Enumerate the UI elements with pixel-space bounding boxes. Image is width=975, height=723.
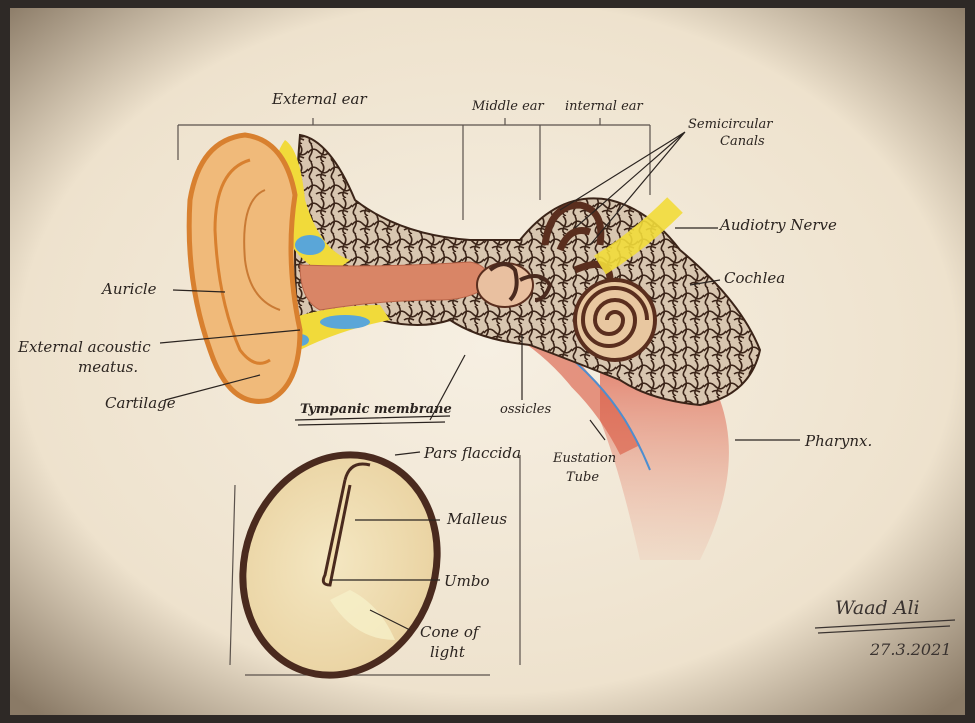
signature-date: 27.3.2021: [870, 640, 951, 659]
signature-name: Waad Ali: [835, 597, 920, 619]
label-semicircular-2: Canals: [720, 135, 765, 148]
label-malleus: Malleus: [447, 512, 507, 527]
label-cochlea: Cochlea: [724, 271, 785, 286]
paper-sheet: [10, 8, 965, 715]
label-cone-of-light-2: light: [430, 645, 465, 660]
label-eustachian-1: Eustation: [553, 452, 616, 465]
label-tympanic-membrane: Tympanic membrane: [300, 403, 452, 416]
label-auricle: Auricle: [102, 282, 157, 297]
label-eustachian-2: Tube: [566, 471, 599, 484]
label-cone-of-light-1: Cone of: [420, 625, 478, 640]
label-semicircular-1: Semicircular: [688, 118, 773, 131]
header-internal-ear: internal ear: [565, 100, 643, 113]
label-meatus: meatus.: [78, 360, 138, 375]
label-external-acoustic: External acoustic: [18, 340, 151, 355]
label-auditory-nerve: Audiotry Nerve: [720, 218, 837, 233]
label-ossicles: ossicles: [500, 403, 551, 416]
label-pars-flaccida: Pars flaccida: [424, 446, 521, 461]
label-umbo: Umbo: [444, 574, 490, 589]
label-pharynx: Pharynx.: [805, 434, 872, 449]
cochlea-shape: [575, 280, 655, 360]
header-external-ear: External ear: [272, 92, 367, 107]
label-cartilage: Cartilage: [105, 396, 176, 411]
header-middle-ear: Middle ear: [472, 100, 544, 113]
